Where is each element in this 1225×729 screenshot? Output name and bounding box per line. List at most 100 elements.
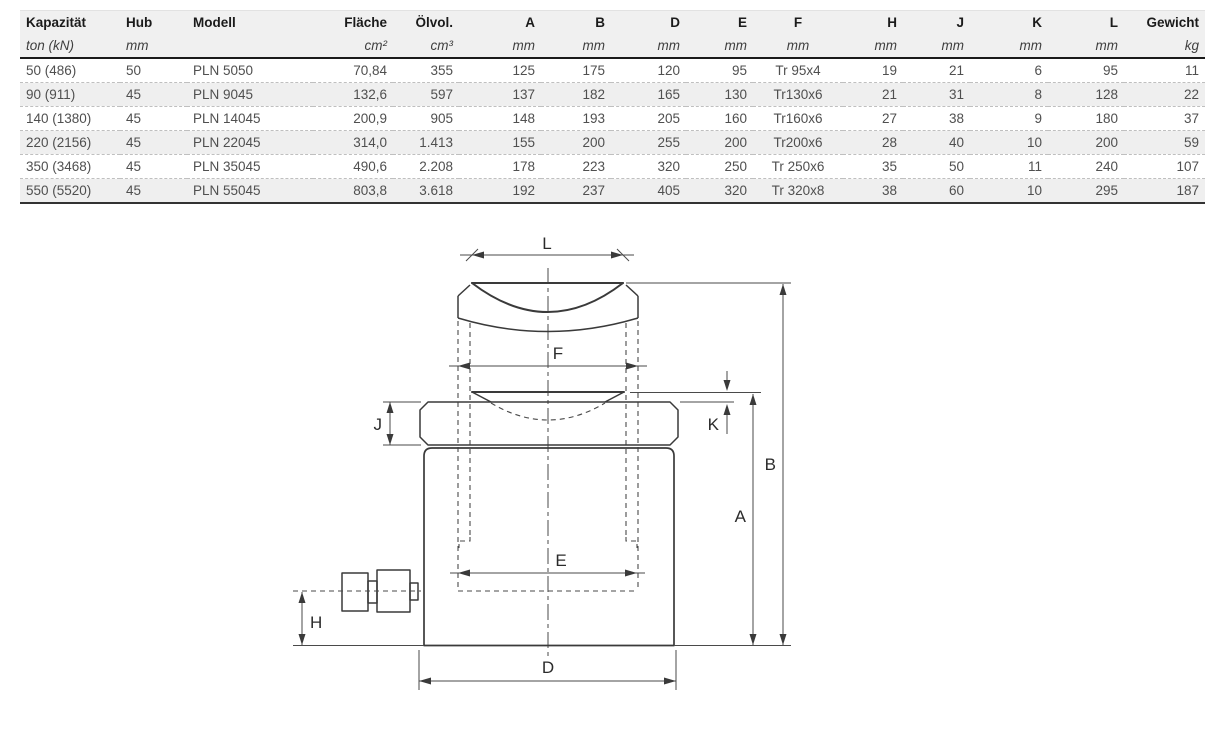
table-cell: 45 (120, 106, 187, 131)
table-cell: 905 (393, 106, 459, 131)
table-cell: 1.413 (393, 130, 459, 155)
table-cell: 220 (2156) (20, 130, 120, 155)
table-cell: 70,84 (313, 58, 393, 83)
table-cell: 2.208 (393, 154, 459, 179)
table-cell: PLN 55045 (187, 178, 313, 204)
table-cell: 59 (1124, 130, 1205, 155)
table-cell: PLN 9045 (187, 82, 313, 107)
table-cell: 10 (970, 130, 1048, 155)
table-cell: 200 (541, 130, 611, 155)
table-cell: 21 (903, 58, 970, 83)
table-cell: 200 (1048, 130, 1124, 155)
table-cell: 45 (120, 82, 187, 107)
col-header: J (903, 10, 970, 34)
table-cell: 31 (903, 82, 970, 107)
table-cell: 21 (843, 82, 903, 107)
unit-cell: mm (686, 34, 753, 59)
table-cell: 490,6 (313, 154, 393, 179)
table-cell: 3.618 (393, 178, 459, 204)
dim-label-k: K (708, 415, 720, 434)
table-cell: 95 (686, 58, 753, 83)
table-cell: 137 (459, 82, 541, 107)
table-units-row: ton (kN) mm cm² cm³ mm mm mm mm mm mm mm… (20, 34, 1205, 59)
table-cell: 130 (686, 82, 753, 107)
dim-label-h: H (310, 613, 322, 632)
table-cell: 320 (686, 178, 753, 204)
table-cell: 8 (970, 82, 1048, 107)
dim-label-l: L (542, 234, 551, 253)
col-header: K (970, 10, 1048, 34)
dim-label-d: D (542, 658, 554, 677)
unit-cell: ton (kN) (20, 34, 120, 59)
unit-cell: mm (753, 34, 843, 59)
table-cell: Tr130x6 (753, 82, 843, 107)
table-cell: 45 (120, 154, 187, 179)
table-cell: 60 (903, 178, 970, 204)
unit-cell: mm (459, 34, 541, 59)
table-cell: 803,8 (313, 178, 393, 204)
table-cell: 6 (970, 58, 1048, 83)
table-cell: 597 (393, 82, 459, 107)
col-header: Hub (120, 10, 187, 34)
cylinder-body-outline (423, 447, 675, 647)
table-cell: 550 (5520) (20, 178, 120, 204)
table-cell: 125 (459, 58, 541, 83)
table-cell: 140 (1380) (20, 106, 120, 131)
table-cell: 50 (486) (20, 58, 120, 83)
table-cell: 45 (120, 178, 187, 204)
unit-cell (187, 34, 313, 59)
table-cell: 165 (611, 82, 686, 107)
table-cell: Tr200x6 (753, 130, 843, 155)
col-header: Kapazität (20, 10, 120, 34)
dim-label-f: F (553, 344, 563, 363)
unit-cell: mm (843, 34, 903, 59)
table-cell: 28 (843, 130, 903, 155)
table-cell: 314,0 (313, 130, 393, 155)
table-cell: 240 (1048, 154, 1124, 179)
table-cell: PLN 22045 (187, 130, 313, 155)
table-cell: 295 (1048, 178, 1124, 204)
table-cell: 22 (1124, 82, 1205, 107)
table-cell: 193 (541, 106, 611, 131)
col-header: E (686, 10, 753, 34)
unit-cell: mm (541, 34, 611, 59)
table-cell: 237 (541, 178, 611, 204)
table-cell: 405 (611, 178, 686, 204)
table-cell: 19 (843, 58, 903, 83)
unit-cell: kg (1124, 34, 1205, 59)
table-cell: Tr160x6 (753, 106, 843, 131)
table-cell: 148 (459, 106, 541, 131)
table-cell: 182 (541, 82, 611, 107)
table-cell: 11 (970, 154, 1048, 179)
table-cell: Tr 250x6 (753, 154, 843, 179)
unit-cell: mm (120, 34, 187, 59)
dim-B: B (765, 284, 787, 645)
table-cell: 178 (459, 154, 541, 179)
table-cell: 192 (459, 178, 541, 204)
table-cell: Tr 320x8 (753, 178, 843, 204)
dim-D: D (419, 658, 676, 685)
table-cell: Tr 95x4 (753, 58, 843, 83)
unit-cell: mm (611, 34, 686, 59)
col-header: Ölvol. (393, 10, 459, 34)
col-header: Fläche (313, 10, 393, 34)
table-cell: 250 (686, 154, 753, 179)
table-cell: 180 (1048, 106, 1124, 131)
table-cell: 37 (1124, 106, 1205, 131)
table-cell: PLN 5050 (187, 58, 313, 83)
table-cell: 11 (1124, 58, 1205, 83)
unit-cell: mm (970, 34, 1048, 59)
table-cell: 160 (686, 106, 753, 131)
table-header-row: Kapazität Hub Modell Fläche Ölvol. A B D… (20, 10, 1205, 34)
table-cell: 40 (903, 130, 970, 155)
table-cell: 132,6 (313, 82, 393, 107)
table-cell: 350 (3468) (20, 154, 120, 179)
dim-J: J (374, 402, 394, 445)
table-cell: 38 (843, 178, 903, 204)
